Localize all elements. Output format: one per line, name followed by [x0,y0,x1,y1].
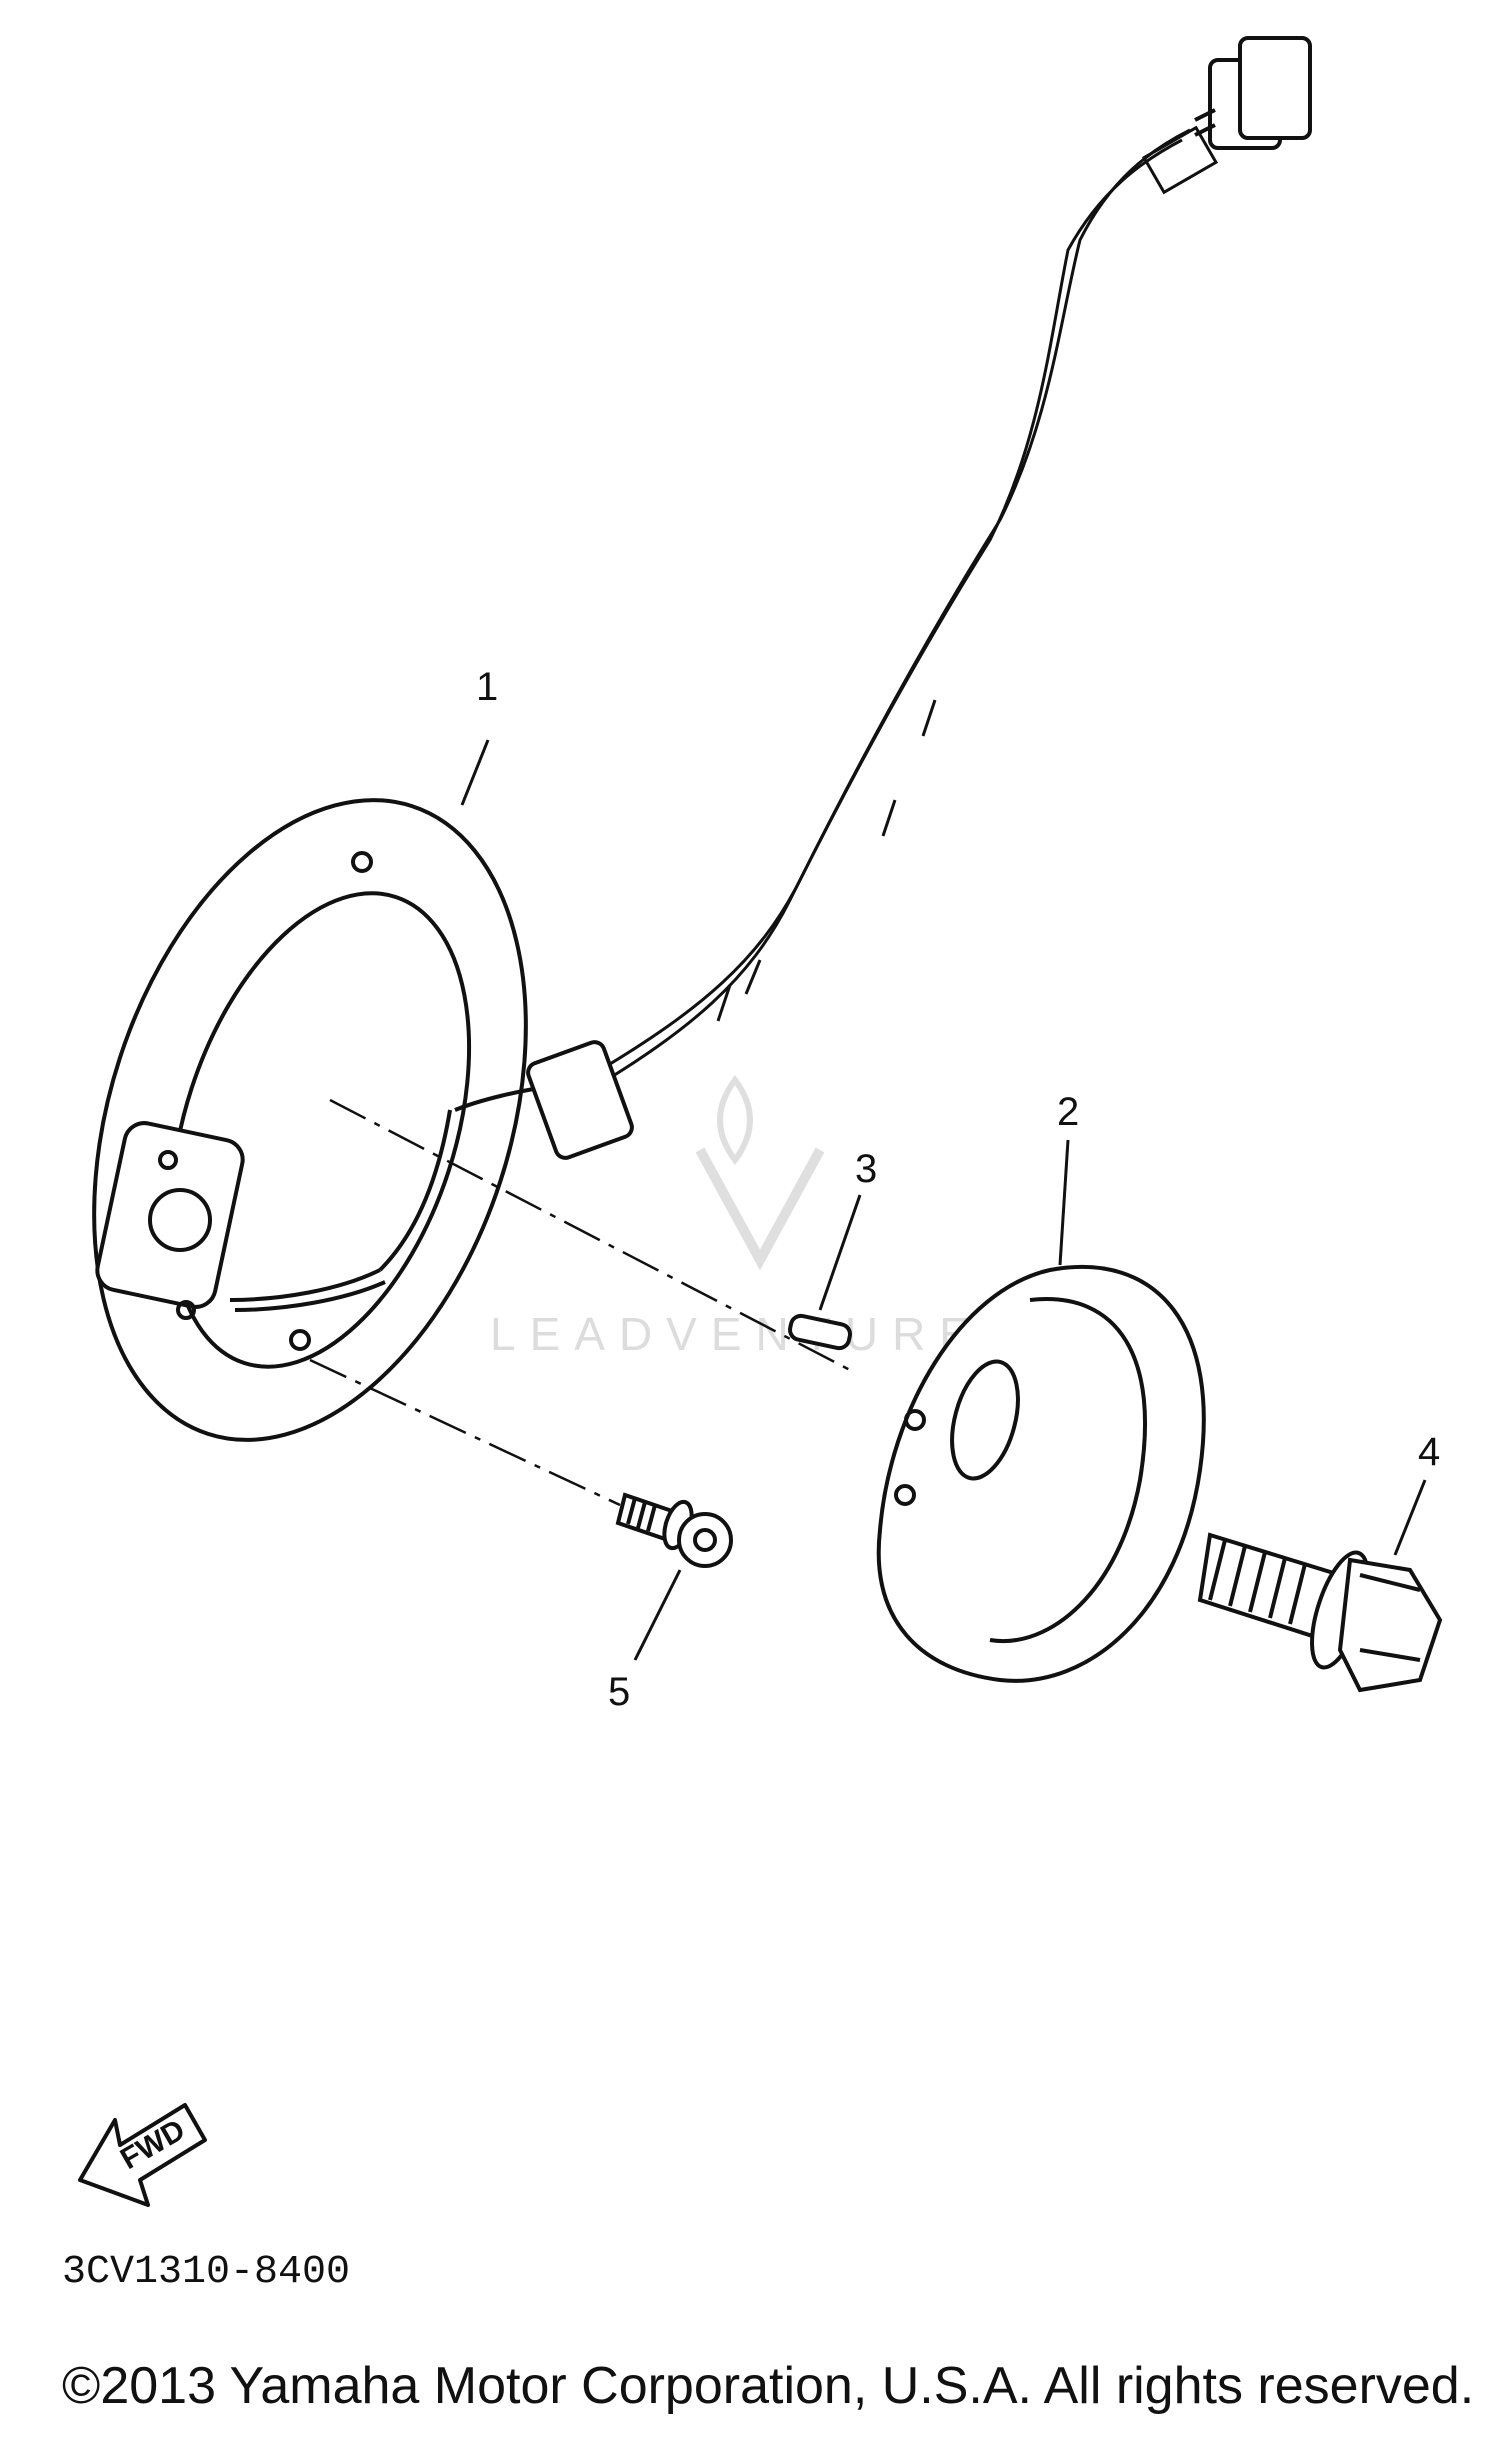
assembly-lines [309,1098,851,1507]
watermark: LEADVENTURE [490,1074,984,1360]
callout-5: 5 [608,1670,630,1714]
callout-leaders [460,739,1427,1661]
flange-bolt-large [1197,1532,1443,1693]
callout-3: 3 [855,1147,877,1191]
callout-4: 4 [1418,1430,1440,1474]
callout-2: 2 [1057,1090,1079,1134]
fwd-arrow: FWD [78,2103,207,2207]
pickup-coil-plate [92,798,634,1442]
flange-bolt-small [615,1492,733,1568]
dowel-pin [788,1313,852,1351]
copyright-notice: ©2013 Yamaha Motor Corporation, U.S.A. A… [62,2357,1475,2415]
callout-1: 1 [476,665,498,709]
diagram-code: 3CV1310-8400 [62,2250,351,2295]
watermark-text: LEADVENTURE [490,1308,984,1360]
wire-harness [589,125,1219,1092]
rotor-cover [876,1264,1206,1683]
connector [1194,36,1312,150]
